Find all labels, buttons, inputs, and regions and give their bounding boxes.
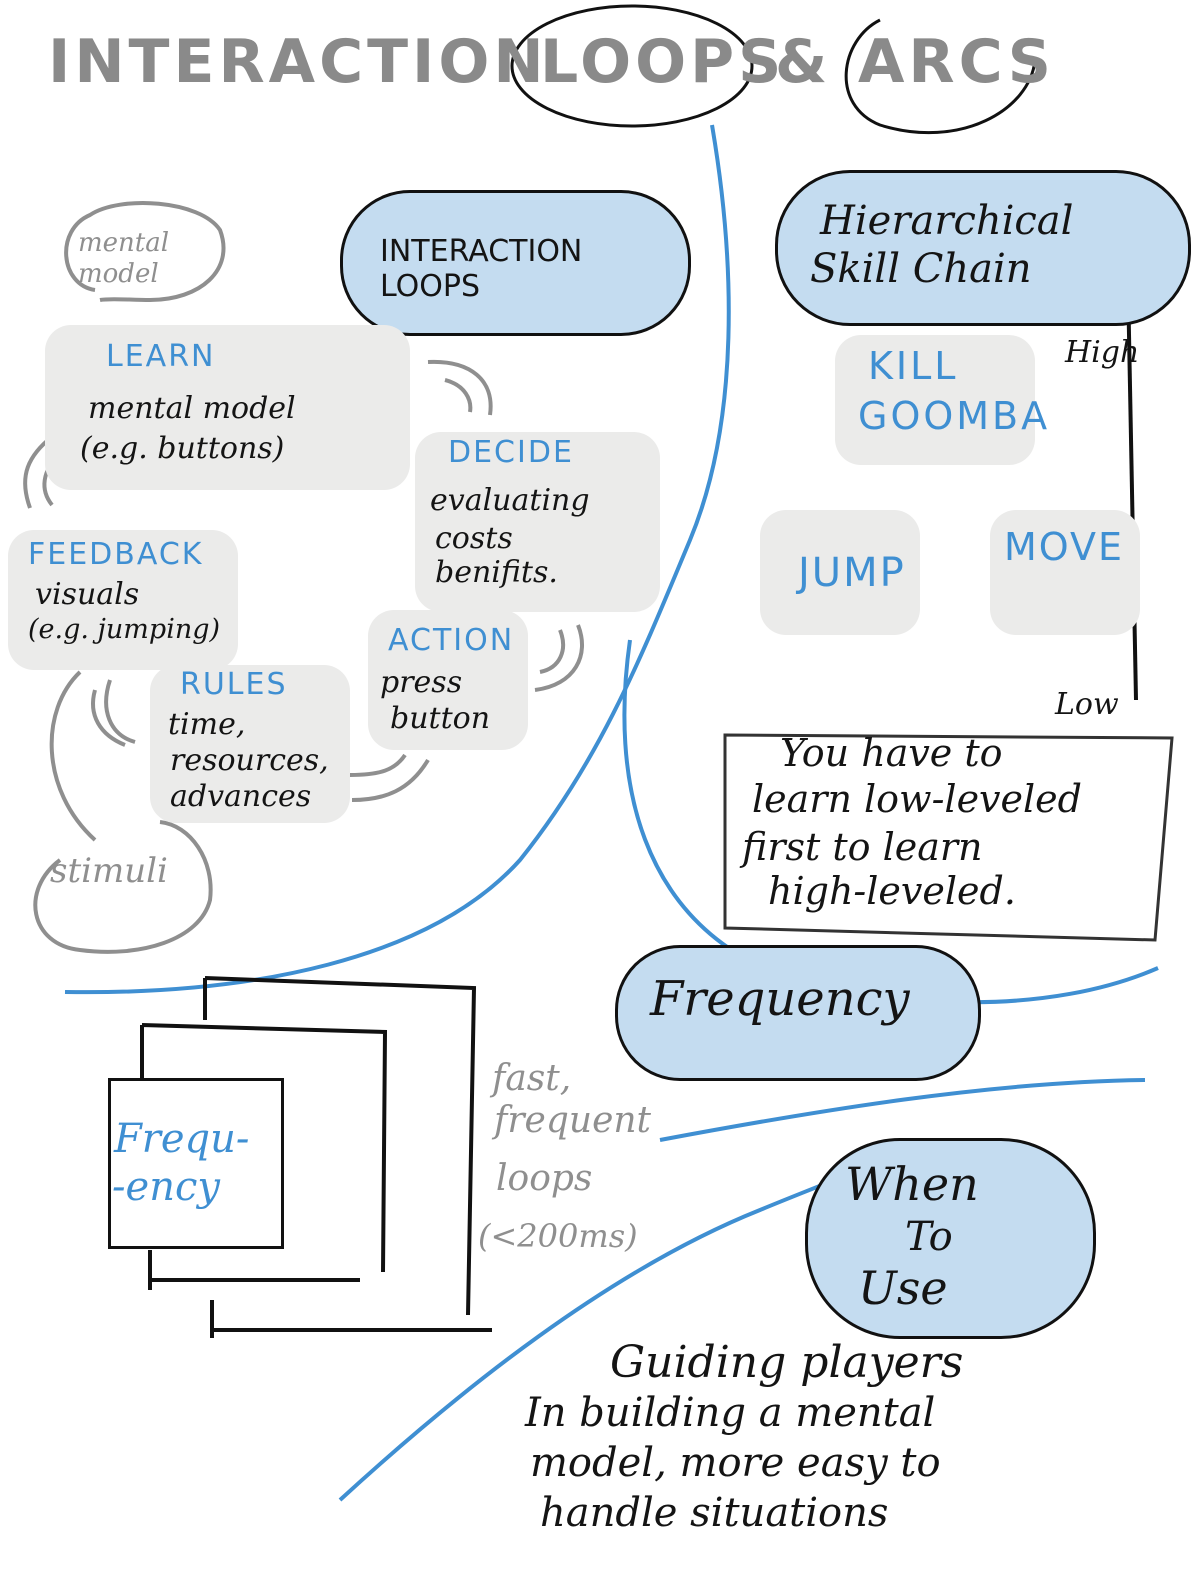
note-line1: You have to <box>780 731 1003 775</box>
loop-arc-2 <box>444 378 473 413</box>
when-text-line1: Guiding players <box>610 1337 964 1388</box>
learn-body-2: (e.g. buttons) <box>80 431 285 466</box>
loop-arc-3 <box>23 438 50 509</box>
frequency-underline-curve <box>659 1078 1146 1142</box>
rules-body-3: advances <box>170 779 312 814</box>
skill-chain-cloud <box>775 170 1191 326</box>
freq-middle-box <box>140 1023 388 1290</box>
move-patch <box>990 510 1140 635</box>
freq-outer-box <box>203 976 492 1338</box>
rules-body-2: resources, <box>170 743 329 778</box>
when-label: When <box>845 1157 979 1211</box>
high-low-axis <box>1126 281 1138 701</box>
mental-bubble-label: mental model <box>78 228 170 290</box>
decide-body-1: evaluating <box>430 483 590 518</box>
decide-heading: DECIDE <box>448 435 574 470</box>
freq-side-2: frequent <box>494 1100 652 1141</box>
loop-arc-9 <box>104 679 136 744</box>
loop-arc-5 <box>534 624 584 692</box>
rules-heading: RULES <box>180 667 288 702</box>
frequency-cloud-label: Frequency <box>650 971 910 1027</box>
action-body-2: button <box>390 701 491 736</box>
loop-arc-8 <box>349 753 407 777</box>
interaction-loops-label: INTERACTION LOOPS <box>380 234 583 304</box>
low-label: Low <box>1055 687 1119 722</box>
feedback-heading: FEEDBACK <box>28 537 204 572</box>
mental-bubble-outline <box>64 201 226 303</box>
note-line3: first to learn <box>742 825 983 869</box>
stimuli-label: stimuli <box>50 851 168 891</box>
freq-box-line1: Frequ- <box>114 1116 250 1162</box>
goomba-label: GOOMBA <box>858 394 1051 438</box>
learn-body-1: mental model <box>88 391 296 426</box>
action-body-1: press <box>380 665 463 700</box>
page-title-part1: INTERACTION <box>48 27 548 97</box>
when-text-line3: model, more easy to <box>530 1440 941 1486</box>
kill-goomba-patch <box>835 335 1035 465</box>
action-heading: ACTION <box>388 623 515 658</box>
title-arcs-bubble <box>844 18 1037 135</box>
page-title-amp: & <box>775 27 832 97</box>
freq-side-3: loops <box>496 1158 593 1199</box>
loop-arc-1 <box>427 359 493 416</box>
jump-patch <box>760 510 920 635</box>
vertical-divider-curve <box>64 124 731 995</box>
note-box <box>723 733 1174 942</box>
when-to-use-cloud <box>805 1138 1096 1339</box>
move-label: MOVE <box>1004 525 1125 569</box>
loop-arc-6 <box>539 629 566 674</box>
loop-arc-7 <box>351 758 430 802</box>
jump-label: JUMP <box>798 550 906 596</box>
page-title-part2: LOOPS <box>540 27 786 97</box>
action-patch <box>368 610 528 750</box>
loop-arc-10 <box>91 689 126 747</box>
when-text-line4: handle situations <box>540 1490 889 1536</box>
rules-body-1: time, <box>168 707 246 742</box>
skill-chain-line2: Skill Chain <box>810 246 1032 292</box>
stimuli-bubble-outline <box>33 820 213 954</box>
kill-label: KILL <box>868 344 959 388</box>
decide-body-3: benifits. <box>435 555 558 590</box>
note-line4: high-leveled. <box>768 869 1016 913</box>
feedback-patch <box>8 530 238 670</box>
learn-heading: LEARN <box>106 339 216 374</box>
freq-side-4: (<200ms) <box>478 1217 638 1255</box>
decide-patch <box>415 432 660 612</box>
title-loops-bubble <box>510 4 754 128</box>
freq-inner-box <box>108 1078 284 1249</box>
freq-side-1: fast, <box>492 1058 572 1099</box>
page-title-part3: ARCS <box>858 27 1055 97</box>
stimuli-tail <box>49 670 97 842</box>
skill-chain-line1: Hierarchical <box>820 198 1074 244</box>
note-line2: learn low-leveled <box>752 777 1082 821</box>
freq-box-line2: -ency <box>112 1164 220 1210</box>
to-label: To <box>905 1214 953 1260</box>
decide-body-2: costs <box>435 521 513 556</box>
interaction-loops-cloud <box>340 190 691 336</box>
use-label: Use <box>858 1261 948 1315</box>
rules-patch <box>150 665 350 823</box>
feedback-body-2: (e.g. jumping) <box>28 614 221 645</box>
learn-patch <box>45 325 410 490</box>
frequency-cloud <box>615 945 981 1081</box>
high-label: High <box>1065 335 1140 370</box>
feedback-body-1: visuals <box>35 577 140 612</box>
when-text-line2: In building a mental <box>525 1390 936 1436</box>
